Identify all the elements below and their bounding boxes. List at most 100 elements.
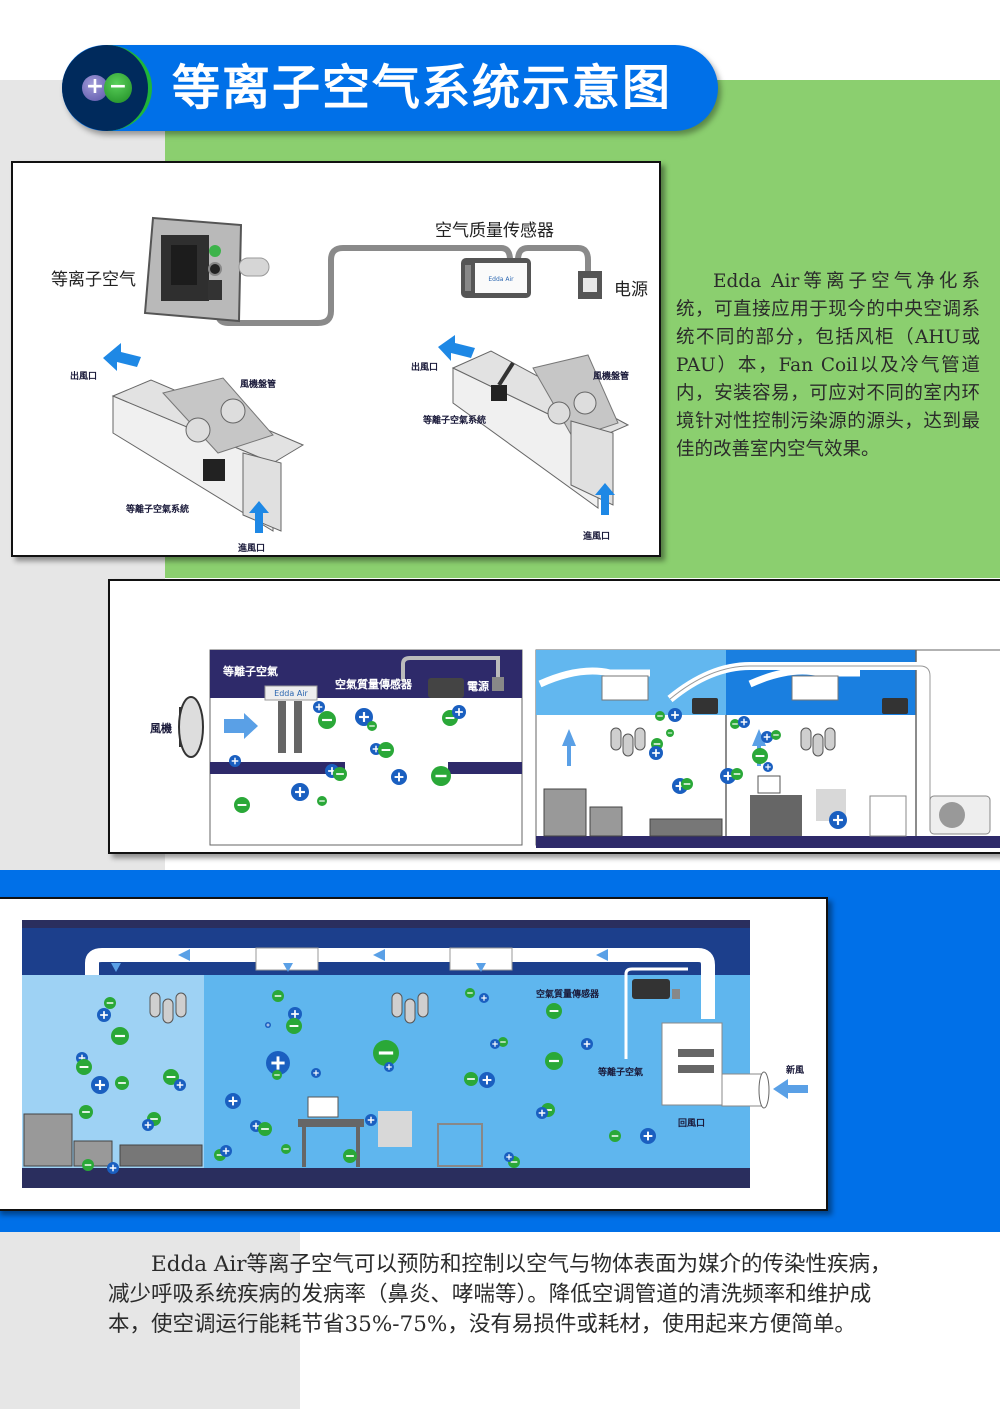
fan-coil-unit-right — [438, 335, 630, 515]
desk-icon — [298, 1119, 364, 1127]
negative-ion-icon — [771, 730, 781, 740]
negative-ion-icon — [343, 1149, 357, 1163]
positive-ion-icon — [229, 755, 241, 767]
ion-label: 等離子空氣 — [223, 665, 278, 678]
positive-ion-icon — [265, 1022, 271, 1028]
ion-particles — [76, 988, 656, 1174]
return-air-label: 回風口 — [678, 1119, 706, 1129]
positive-ion-icon — [266, 1051, 290, 1075]
minus-ion-icon: − — [104, 73, 132, 103]
bookshelf-icon — [869, 795, 907, 837]
positive-ion-icon — [479, 993, 489, 1003]
inlet-label-right: 進風口 — [583, 532, 611, 542]
positive-ion-icon — [479, 1072, 495, 1088]
negative-ion-icon — [286, 1018, 302, 1034]
negative-ion-icon — [367, 721, 377, 731]
negative-ion-icon — [258, 1122, 272, 1136]
negative-ion-icon — [465, 988, 475, 998]
wardrobe-icon — [23, 1113, 73, 1167]
negative-ion-icon — [82, 1159, 94, 1171]
positive-ion-icon — [391, 769, 407, 785]
description-right: Edda Air等离子空气净化系统，可直接应用于现今的中央空调系统不同的部分，包… — [676, 271, 980, 460]
ceiling — [22, 920, 750, 975]
positive-ion-icon — [288, 1007, 302, 1021]
negative-ion-icon — [104, 997, 116, 1009]
coil-label-right: 風機盤管 — [593, 372, 630, 382]
ion-particles — [229, 701, 847, 829]
positive-ion-icon — [640, 1128, 656, 1144]
outlet-label-left: 出風口 — [70, 372, 98, 382]
negative-ion-icon — [318, 711, 336, 729]
floor — [536, 836, 1000, 848]
duct-rooms-illustration: Edda Air — [178, 649, 1000, 848]
positive-ion-icon — [97, 1008, 111, 1022]
plus-ion-icon: + — [82, 75, 108, 101]
positive-ion-icon — [452, 705, 466, 719]
ion-label: 等離子空氣 — [598, 1068, 644, 1078]
power-outlet-icon — [672, 989, 680, 999]
airflow-arrow-icon — [111, 949, 608, 972]
positive-ion-icon — [225, 1093, 241, 1109]
negative-ion-icon — [609, 1130, 621, 1142]
negative-ion-icon — [234, 797, 250, 813]
positive-ion-icon — [355, 708, 373, 726]
dresser-icon — [589, 806, 623, 837]
diagram-fan-coil-panel: Edda Air — [11, 161, 661, 557]
negative-ion-icon — [115, 1076, 129, 1090]
title-banner — [62, 45, 718, 131]
negative-ion-icon — [272, 1070, 282, 1080]
plasma-device-label: 等离子空气 — [51, 270, 136, 290]
negative-ion-icon — [79, 1105, 93, 1119]
power-label: 电源 — [614, 280, 648, 300]
positive-ion-icon — [761, 731, 773, 743]
sensor-label: 空气质量传感器 — [435, 221, 554, 241]
negative-ion-icon — [498, 1037, 508, 1047]
description-bottom: Edda Air等离子空气可以预防和控制以空气与物体表面为媒介的传染性疾病，减少… — [108, 1252, 892, 1337]
floor — [22, 1168, 750, 1188]
fresh-air-label: 新風 — [786, 1066, 805, 1076]
negative-ion-icon — [272, 990, 284, 1002]
inlet-arrow-icon — [249, 501, 269, 533]
outlet-label-right: 出風口 — [411, 363, 439, 373]
positive-ion-icon — [763, 762, 773, 772]
fan-coil-unit-left — [103, 343, 305, 533]
negative-ion-icon — [111, 1027, 129, 1045]
ion-system-label-right: 等離子空氣系統 — [423, 416, 487, 426]
sensor-label: 空氣質量傳感器 — [536, 990, 600, 1000]
positive-ion-icon — [668, 708, 682, 722]
cable — [215, 245, 513, 326]
bookshelf-icon — [437, 1123, 483, 1167]
air-quality-sensor-icon: Edda Air — [461, 258, 531, 298]
negative-ion-icon — [464, 1072, 478, 1086]
positive-ion-icon — [536, 1107, 548, 1119]
positive-ion-icon — [649, 746, 663, 760]
power-outlet-icon — [578, 271, 602, 299]
power-outlet-icon — [492, 677, 504, 691]
positive-ion-icon — [142, 1119, 154, 1131]
outlet-arrow-icon — [103, 343, 141, 371]
sensor-label: 空氣質量傳感器 — [335, 678, 412, 691]
negative-ion-icon — [681, 778, 693, 790]
wardrobe-icon — [543, 788, 587, 837]
positive-ion-icon — [738, 716, 750, 728]
sensor-icon — [692, 698, 718, 714]
negative-ion-icon — [666, 729, 674, 737]
ion-system-label-left: 等離子空氣系統 — [126, 505, 190, 515]
negative-ion-icon — [317, 796, 327, 806]
fan-label: 風機 — [150, 722, 172, 735]
ceiling-lamp-icon — [149, 992, 429, 1024]
positive-ion-icon — [829, 811, 847, 829]
chair-icon — [378, 1111, 412, 1147]
positive-ion-icon — [311, 1068, 321, 1078]
positive-ion-icon — [384, 1062, 394, 1072]
negative-ion-icon — [545, 1052, 563, 1070]
negative-ion-icon — [333, 767, 347, 781]
positive-ion-icon — [174, 1079, 186, 1091]
fresh-air-illustration — [22, 920, 808, 1188]
positive-ion-icon — [107, 1162, 119, 1174]
svg-text:Edda Air: Edda Air — [274, 689, 308, 698]
bed-icon — [649, 818, 723, 837]
coil-label-left: 風機盤管 — [240, 380, 277, 390]
diagram-duct-rooms-panel: Edda Air — [108, 579, 1000, 854]
power-label: 電源 — [467, 680, 489, 693]
